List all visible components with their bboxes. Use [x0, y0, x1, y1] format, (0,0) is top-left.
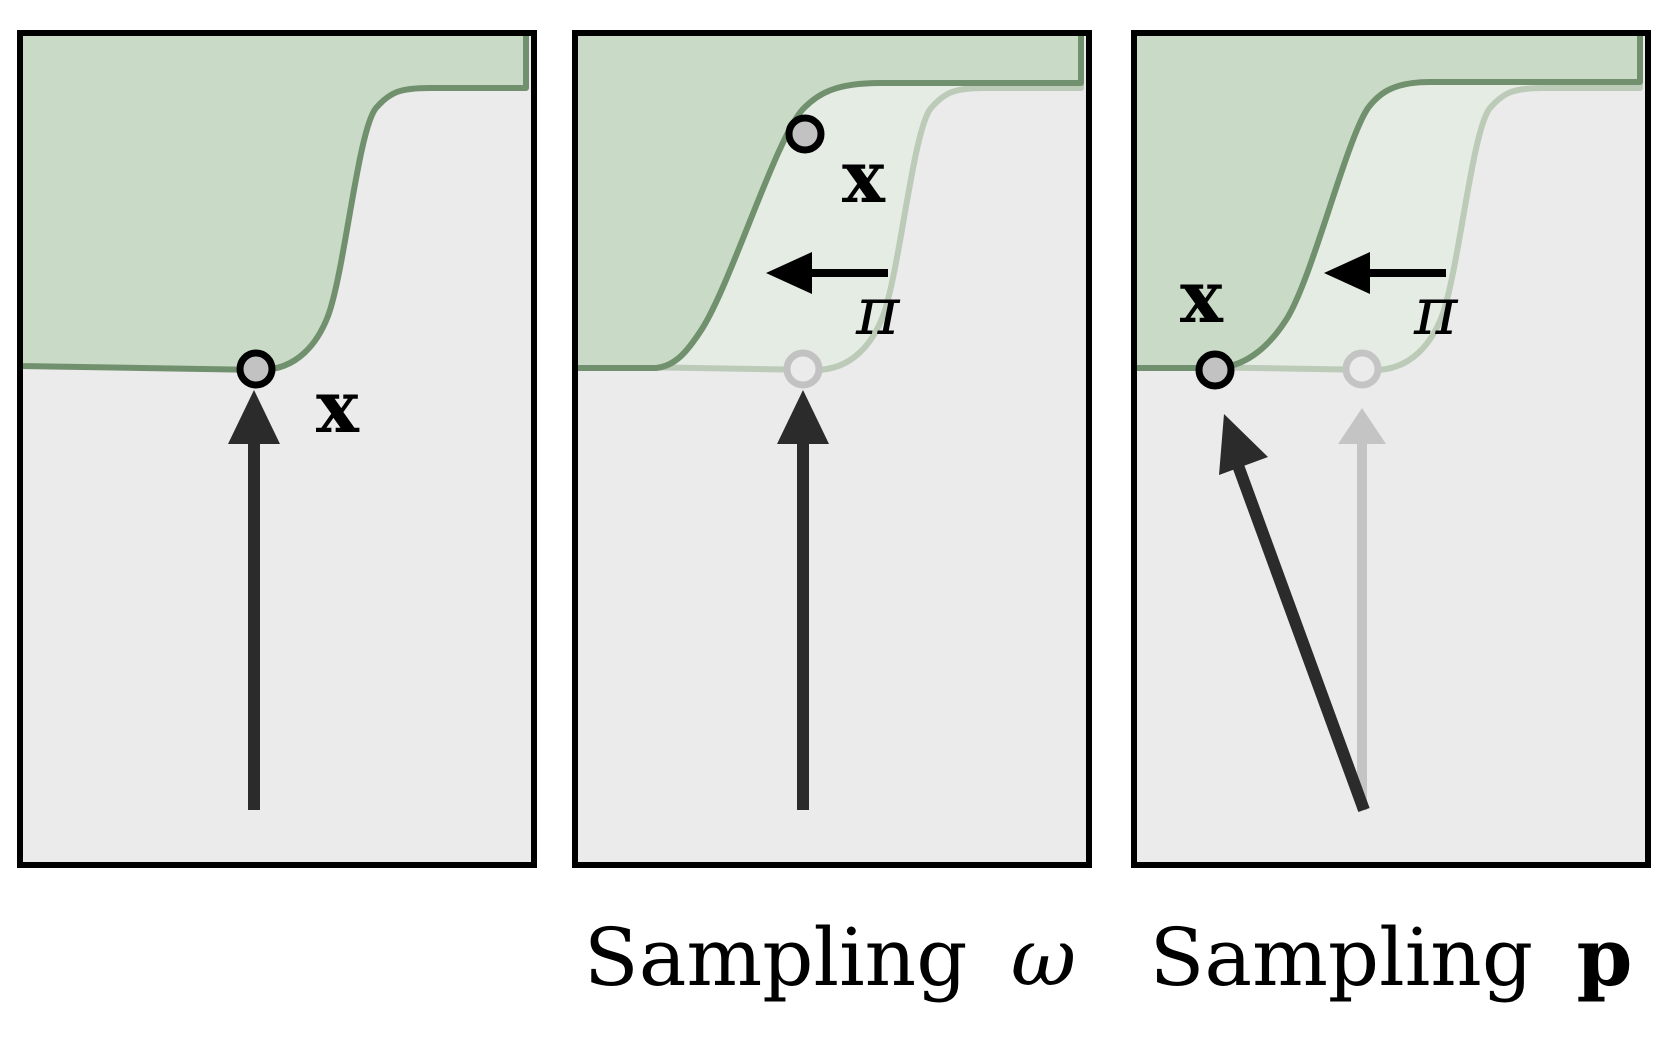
- incoming-ray-head: [228, 390, 280, 444]
- incoming-ray-head: [777, 390, 829, 444]
- shift-arrow-head: [1324, 252, 1370, 294]
- caption-sampling-omega: Sampling ω: [584, 911, 1076, 1004]
- panel-original: x: [17, 30, 537, 868]
- hit-point-label: x: [316, 364, 360, 449]
- shift-label: π: [1413, 273, 1459, 350]
- shifted-point-marker: [1195, 350, 1235, 390]
- original-hit-point-marker: [783, 349, 823, 389]
- shifted-point-label: x: [1180, 254, 1224, 339]
- shifted-surface-region: [1134, 33, 1643, 371]
- panel-sampling-omega: x π: [572, 30, 1092, 868]
- caption-sampling-p: Sampling p: [1150, 910, 1633, 1004]
- panel-frame: [1131, 30, 1651, 868]
- shifted-ray-head: [1219, 414, 1268, 475]
- panel-frame: [572, 30, 1092, 868]
- shifted-surface-region: [575, 33, 1084, 371]
- caption-symbol-p: p: [1576, 910, 1632, 1004]
- shifted-point-marker: [785, 114, 825, 154]
- panel-frame: [17, 30, 537, 868]
- caption-text: Sampling: [584, 911, 967, 1004]
- surface-region: [20, 33, 529, 373]
- shifted-ray: [1230, 457, 1370, 813]
- caption-symbol-omega: ω: [1011, 911, 1076, 1004]
- hit-point-marker: [236, 349, 276, 389]
- shifted-point-label: x: [842, 134, 886, 219]
- panel-sampling-p: x π: [1131, 30, 1651, 868]
- original-hit-point-marker: [1342, 349, 1382, 389]
- shift-label: π: [855, 273, 901, 350]
- caption-text: Sampling: [1150, 911, 1533, 1004]
- original-ray-head: [1338, 408, 1386, 444]
- shift-arrow-head: [766, 252, 812, 294]
